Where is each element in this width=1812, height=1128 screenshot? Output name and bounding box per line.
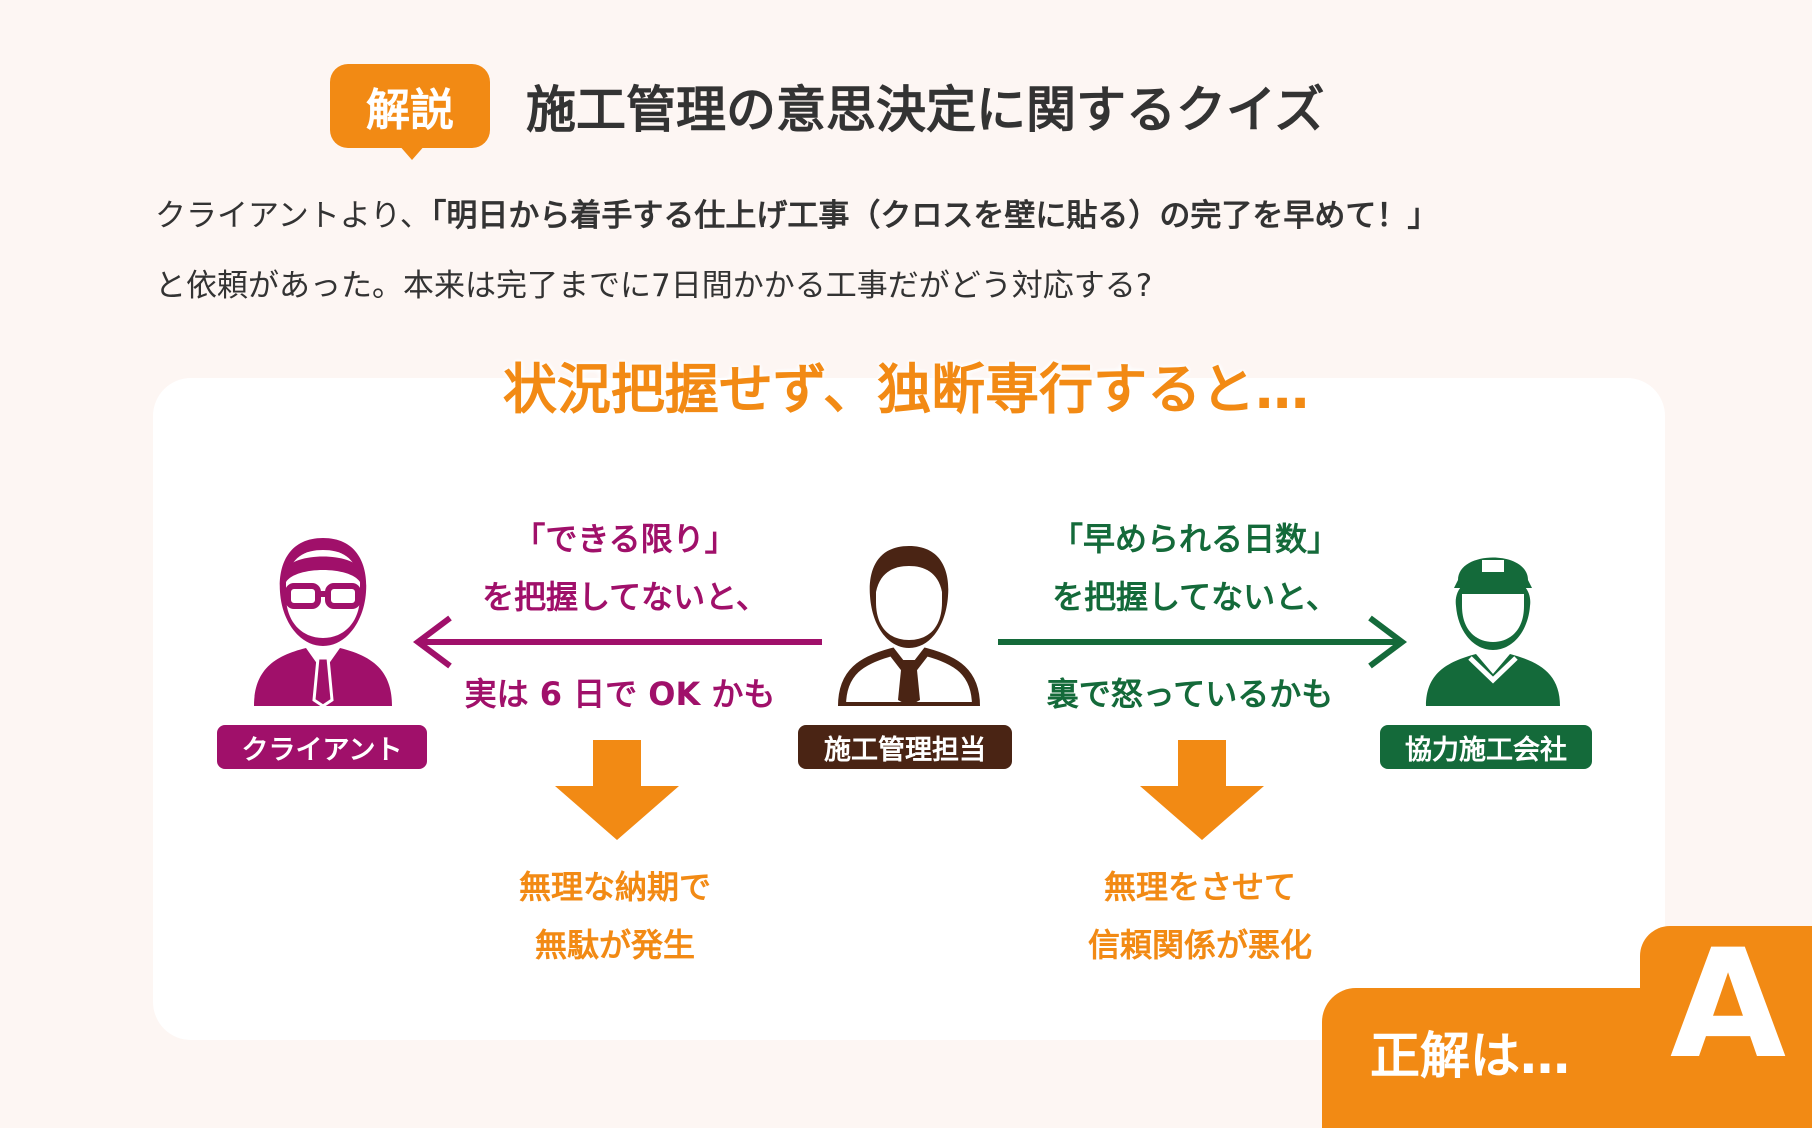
cooperative-label: 協力施工会社: [1380, 725, 1592, 769]
diagram-headline: 状況把握せず、独断専行すると…: [502, 358, 1310, 421]
client-label: クライアント: [217, 725, 427, 769]
left-top-line-2: を把握してないと、: [482, 578, 768, 616]
explanation-badge: 解説: [330, 64, 490, 148]
badge-tail: [398, 144, 426, 160]
left-result-line-2: 無駄が発生: [534, 926, 695, 964]
intro-quote: 「明日から着手する仕上げ工事（クロスを壁に貼る）の完了を早めて！」: [430, 198, 1439, 234]
right-result-line-2: 信頼関係が悪化: [1087, 926, 1312, 964]
right-top-line-2: を把握してないと、: [1052, 578, 1338, 616]
left-result-line-1: 無理な納期で: [518, 868, 711, 906]
intro-prefix: クライアントより、: [155, 198, 431, 234]
answer-tab: [1640, 926, 1812, 1105]
right-down-arrow-icon: [1140, 740, 1264, 840]
left-top-line-1: 「できる限り」: [513, 520, 737, 558]
answer-letter: A: [1669, 918, 1787, 1092]
left-down-arrow-icon: [555, 740, 679, 840]
left-bottom-text: 実は 6 日で OK かも: [464, 675, 776, 713]
worker-cap-icon: [1426, 557, 1560, 706]
explanation-badge-label: 解説: [366, 85, 454, 136]
person-glasses-icon: [254, 538, 392, 706]
right-bottom-text: 裏で怒っているかも: [1046, 675, 1334, 713]
left-arrow-icon: [413, 615, 822, 669]
manager-label: 施工管理担当: [798, 725, 1012, 769]
person-icon: [837, 546, 981, 706]
answer-prefix: 正解は…: [1370, 1027, 1570, 1085]
right-arrow-icon: [998, 615, 1407, 669]
intro-line-1: クライアントより、「明日から着手する仕上げ工事（クロスを壁に貼る）の完了を早めて…: [155, 190, 1695, 235]
right-top-line-1: 「早められる日数」: [1050, 520, 1339, 558]
diagram-panel: [153, 378, 1665, 1040]
right-result-line-1: 無理をさせて: [1103, 868, 1296, 906]
page-title: 施工管理の意思決定に関するクイズ: [526, 81, 1325, 139]
intro-line-2: と依頼があった。本来は完了までに7日間かかる工事だがどう対応する?: [155, 268, 1153, 304]
